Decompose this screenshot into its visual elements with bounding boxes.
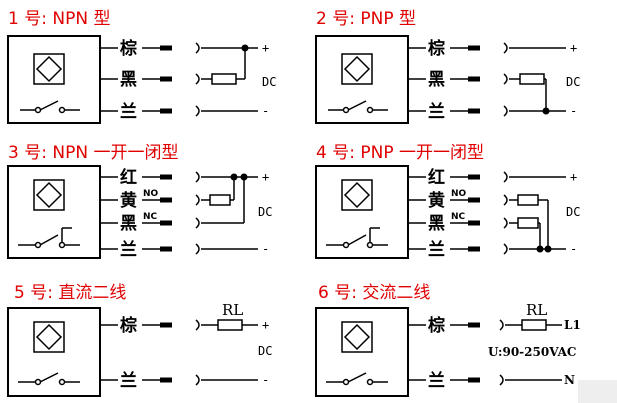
wire-label-1-blue: 兰 xyxy=(120,101,137,122)
diagram-1-title: 1 号: NPN 型 xyxy=(8,9,110,29)
sign-1-dc: DC xyxy=(262,75,276,89)
wire-lines-1 xyxy=(100,42,258,117)
sensor-symbol-2 xyxy=(341,53,373,85)
diagram-2-pnp: 2 号: PNP 型 xyxy=(315,9,580,124)
sign-5-plus: + xyxy=(262,318,269,332)
sensor-symbol-5 xyxy=(33,321,65,353)
junction-dot-3b xyxy=(240,173,248,181)
switch-symbol-5 xyxy=(18,372,80,386)
sign-3-plus: + xyxy=(262,170,269,184)
wire-lines-2 xyxy=(408,42,566,117)
wire-label-4-red: 红 xyxy=(428,167,445,188)
wire-label-2-brown: 棕 xyxy=(428,38,445,59)
terminal-6-l1: L1 xyxy=(564,318,581,332)
diagram-6-title: 6 号: 交流二线 xyxy=(318,283,430,303)
voltage-label-6: U:90-250VAC xyxy=(488,345,576,359)
watermark-corner xyxy=(578,380,617,403)
wire-lines-6 xyxy=(408,319,562,386)
load-label-6: RL xyxy=(526,301,547,319)
sign-4-dc: DC xyxy=(566,205,580,219)
sign-1-plus: + xyxy=(262,41,269,55)
wire-label-3-red: 红 xyxy=(120,167,137,188)
switch-symbol-3 xyxy=(18,227,80,249)
sign-1-minus: - xyxy=(262,104,269,118)
diagram-4-pnp-no-nc: 4 号: PNP 一开一闭型 xyxy=(315,143,580,260)
junction-dot-3a xyxy=(230,173,238,181)
wire-label-4-black: 黑 xyxy=(428,214,445,234)
wire-label-5-blue: 兰 xyxy=(120,370,137,391)
diagram-4-title: 4 号: PNP 一开一闭型 xyxy=(316,143,484,163)
wire-label-2-blue: 兰 xyxy=(428,101,445,122)
sign-2-plus: + xyxy=(570,41,577,55)
sensor-body-5 xyxy=(7,307,101,397)
terminal-6-n: N xyxy=(564,373,575,387)
wire-label-6-brown: 棕 xyxy=(428,315,445,336)
sign-3-minus: - xyxy=(262,242,269,256)
sign-4-plus: + xyxy=(570,170,577,184)
sensor-symbol-1 xyxy=(33,53,65,85)
diagram-2-title: 2 号: PNP 型 xyxy=(316,9,416,29)
wire-lines-5 xyxy=(100,319,258,386)
wire-label-3-blue: 兰 xyxy=(120,239,137,260)
wire-label-5-brown: 棕 xyxy=(120,315,137,336)
diagram-3-title: 3 号: NPN 一开一闭型 xyxy=(8,143,178,163)
sensor-body-6 xyxy=(315,307,409,397)
switch-symbol-2 xyxy=(328,100,388,114)
sensor-body-4 xyxy=(315,165,409,259)
tag-4-nc: NC xyxy=(451,212,466,222)
sensor-body-3 xyxy=(7,165,101,259)
wire-label-1-black: 黑 xyxy=(120,70,137,90)
wire-label-1-brown: 棕 xyxy=(120,38,137,59)
diagram-1-npn: 1 号: NPN 型 xyxy=(7,9,276,124)
junction-dot-4b xyxy=(544,245,552,253)
wire-label-4-blue: 兰 xyxy=(428,239,445,260)
diagram-6-ac-two-wire: 6 号: 交流二线 棕 兰 RL xyxy=(315,283,581,397)
sensor-symbol-3 xyxy=(33,179,65,211)
wire-label-6-blue: 兰 xyxy=(428,370,445,391)
sign-2-dc: DC xyxy=(566,75,580,89)
sensor-symbol-4 xyxy=(341,179,373,211)
sign-5-dc: DC xyxy=(258,344,272,358)
sign-2-minus: - xyxy=(570,104,577,118)
junction-dot-1 xyxy=(241,44,249,52)
load-label-5: RL xyxy=(222,301,243,319)
wire-lines-4 xyxy=(408,171,566,255)
wire-label-2-black: 黑 xyxy=(428,70,445,90)
sign-5-minus: - xyxy=(262,373,269,387)
sensor-symbol-6 xyxy=(341,321,373,353)
wire-label-3-yellow: 黄 xyxy=(120,190,137,211)
diagram-5-title: 5 号: 直流二线 xyxy=(14,283,126,303)
tag-4-no: NO xyxy=(451,189,467,199)
switch-symbol-6 xyxy=(326,372,388,386)
switch-symbol-4 xyxy=(326,227,388,249)
wire-label-3-black: 黑 xyxy=(120,214,137,234)
wire-label-4-yellow: 黄 xyxy=(428,190,445,211)
diagram-3-npn-no-nc: 3 号: NPN 一开一闭型 xyxy=(7,143,272,260)
sign-3-dc: DC xyxy=(258,205,272,219)
switch-symbol-1 xyxy=(20,100,80,114)
junction-dot-2 xyxy=(542,107,550,115)
wire-lines-3 xyxy=(100,171,258,255)
sign-4-minus: - xyxy=(570,242,577,256)
tag-3-no: NO xyxy=(143,189,159,199)
diagram-5-dc-two-wire: 5 号: 直流二线 棕 兰 RL xyxy=(7,283,272,397)
junction-dot-4a xyxy=(536,245,544,253)
tag-3-nc: NC xyxy=(143,212,158,222)
